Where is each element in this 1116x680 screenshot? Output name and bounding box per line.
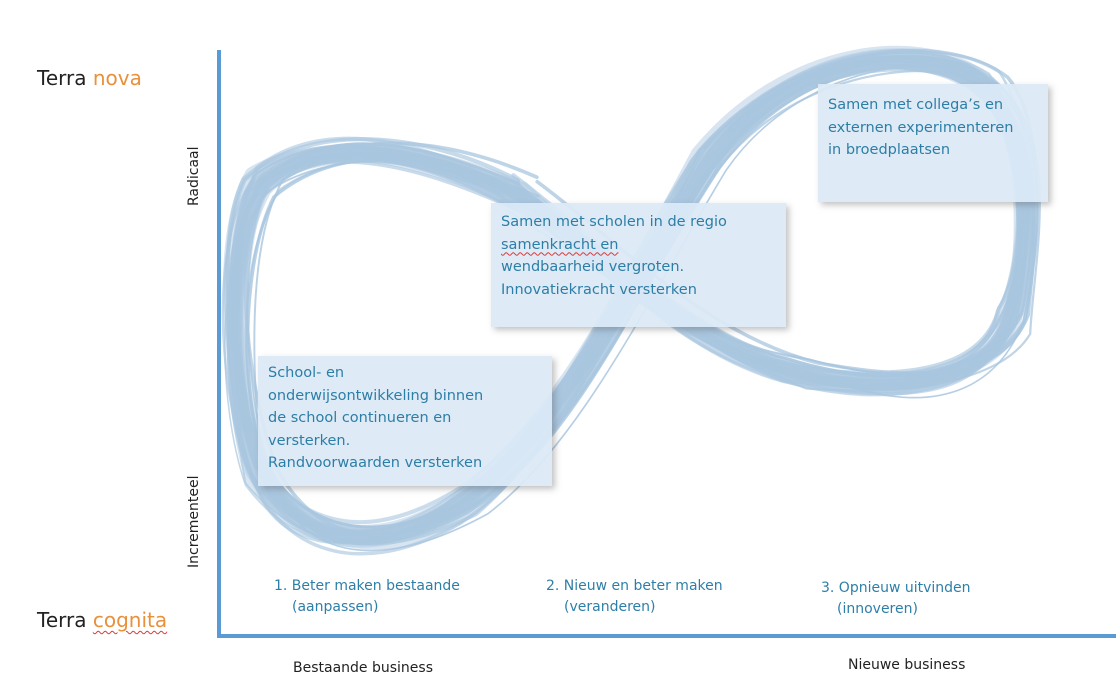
callout-colleagues-line-2: externen experimenteren bbox=[828, 119, 1014, 136]
terra-nova-word: Terra bbox=[37, 66, 87, 90]
callout-region-line-4: Innovatiekracht versterken bbox=[501, 281, 697, 298]
loop-stroke bbox=[224, 67, 1025, 544]
phase-1-line1: 1. Beter maken bestaande bbox=[274, 578, 460, 594]
terra-cognita-label: Terra cognita bbox=[37, 608, 167, 632]
callout-school-line-5: Randvoorwaarden versterken bbox=[268, 455, 483, 471]
loop-stroke bbox=[236, 55, 1035, 546]
callout-school-line-4: versterken. bbox=[268, 432, 351, 449]
infinity-loop bbox=[221, 45, 1041, 556]
phase-2-label: 2. Nieuw en beter maken (veranderen) bbox=[546, 576, 723, 618]
phase-1-label: 1. Beter maken bestaande (aanpassen) bbox=[274, 576, 460, 618]
phase-2-line1: 2. Nieuw en beter maken bbox=[546, 578, 723, 594]
callout-region-line-2: samenkracht en bbox=[501, 236, 619, 253]
callout-colleagues-line-1: Samen met collega’s en bbox=[828, 97, 1004, 113]
callout-colleagues-line-3: in broedplaatsen bbox=[828, 142, 951, 158]
callout-region-line-1: Samen met scholen in de regio bbox=[501, 214, 727, 230]
x-axis-label-bestaande: Bestaande business bbox=[293, 660, 433, 676]
callout-region: Samen met scholen in de regio samenkrach… bbox=[491, 203, 786, 327]
callout-school-line-1: School- en bbox=[268, 365, 345, 381]
phase-1-line2: (aanpassen) bbox=[292, 599, 379, 615]
phase-3-line2: (innoveren) bbox=[837, 601, 918, 617]
phase-3-line1: 3. Opnieuw uitvinden bbox=[821, 580, 971, 596]
loop-stroke bbox=[236, 50, 1033, 533]
callout-school-line-2: onderwijsontwikkeling binnen bbox=[268, 387, 484, 404]
terra-nova-label: Terra nova bbox=[37, 66, 142, 90]
callout-school-line-3: de school continueren en bbox=[268, 410, 452, 426]
loop-stroke bbox=[246, 64, 1039, 552]
terra-cognita-accent: cognita bbox=[92, 608, 168, 632]
callout-region-line-3: wendbaarheid vergroten. bbox=[501, 259, 685, 275]
y-axis-label-radicaal: Radicaal bbox=[186, 146, 202, 206]
callout-school: School- en onderwijsontwikkeling binnen … bbox=[258, 356, 552, 486]
callout-colleagues: Samen met collega’s en externen experime… bbox=[818, 84, 1048, 202]
terra-nova-accent: nova bbox=[92, 66, 142, 90]
loop-stroke bbox=[221, 59, 1020, 542]
loop-stroke bbox=[228, 58, 1027, 537]
phase-2-line2: (veranderen) bbox=[564, 599, 656, 615]
terra-cognita-word: Terra bbox=[37, 608, 87, 632]
phase-3-label: 3. Opnieuw uitvinden (innoveren) bbox=[821, 578, 971, 620]
y-axis-label-incrementeel: Incrementeel bbox=[186, 475, 202, 569]
x-axis-label-nieuwe: Nieuwe business bbox=[848, 657, 966, 673]
